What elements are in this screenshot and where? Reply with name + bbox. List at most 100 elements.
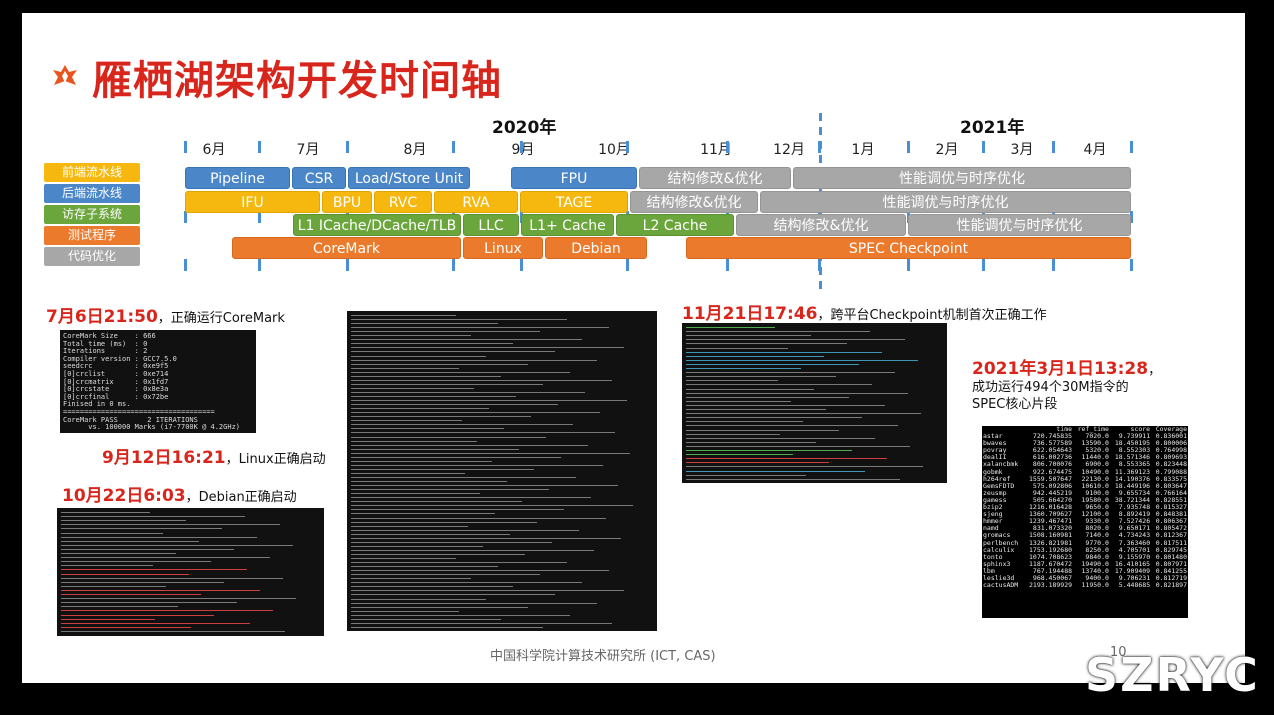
terminal-line	[351, 379, 612, 381]
gantt-bar-l1plus-cache: L1+ Cache	[521, 214, 614, 236]
terminal-line	[351, 391, 585, 393]
terminal-line	[351, 533, 510, 535]
terminal-line	[61, 557, 271, 559]
table-cell: leslie3d	[983, 573, 1015, 582]
year-label-2021: 2021年	[960, 118, 1025, 138]
annotation-text: SPEC核心片段	[972, 397, 1058, 412]
table-cell: 10610.0	[1081, 481, 1109, 490]
gantt-bar-l1-cache-tlb: L1 ICache/DCache/TLB	[293, 214, 461, 236]
timeline-tick	[982, 259, 985, 271]
table-cell: 19490.0	[1081, 559, 1109, 568]
timeline-tick	[184, 211, 187, 223]
terminal-line	[351, 574, 540, 576]
terminal-line	[351, 351, 555, 353]
year-divider	[819, 281, 822, 289]
terminal-line	[686, 474, 806, 476]
month-label: 6月	[202, 142, 226, 158]
timeline-tick	[520, 141, 523, 153]
gantt-bar-spec-checkpoint: SPEC Checkpoint	[686, 237, 1131, 259]
gantt-bar-load-store-unit: Load/Store Unit	[348, 167, 470, 189]
terminal-line	[686, 335, 811, 337]
table-cell: tonto	[983, 552, 1003, 561]
table-cell: astar	[983, 432, 1003, 441]
terminal-line	[351, 343, 513, 345]
table-header: Coverage	[1155, 425, 1187, 433]
terminal-line	[686, 355, 824, 357]
annotation-text: ，Debian正确启动	[185, 490, 297, 505]
timeline-tick	[258, 141, 261, 153]
table-cell: 17.909409	[1114, 566, 1151, 575]
terminal-line	[686, 404, 885, 406]
table-cell: hmmer	[983, 517, 1003, 526]
gantt-bar-csr: CSR	[292, 167, 346, 189]
terminal-line	[351, 315, 456, 316]
terminal-line	[351, 582, 582, 584]
terminal-line	[61, 536, 258, 538]
table-cell: 736.577589	[1032, 439, 1073, 448]
terminal-line	[351, 549, 594, 551]
terminal-line	[61, 577, 283, 579]
gantt-bar-structure-opt: 结构修改&优化	[639, 167, 791, 189]
table-cell: 9400.0	[1085, 573, 1109, 582]
timeline-tick	[1130, 141, 1133, 153]
terminal-line	[351, 537, 621, 539]
terminal-line	[351, 420, 462, 422]
table-cell: 0.812719	[1155, 573, 1187, 582]
terminal-line	[61, 524, 281, 526]
table-cell: 11.369123	[1114, 467, 1151, 476]
table-cell: 0.812367	[1155, 531, 1187, 540]
terminal-line	[351, 367, 459, 369]
terminal-line	[351, 517, 606, 519]
terminal-line	[686, 478, 901, 480]
year-divider	[819, 141, 822, 149]
terminal-line	[61, 610, 273, 612]
terminal-line	[61, 532, 163, 534]
annotation-checkpoint: 11月21日17:46，跨平台Checkpoint机制首次正确工作	[682, 299, 1047, 324]
table-cell: 0.803647	[1155, 481, 1187, 490]
table-cell: 0.828551	[1155, 495, 1187, 504]
gantt-bar-pipeline: Pipeline	[185, 167, 290, 189]
terminal-line	[351, 626, 543, 628]
timeline-tick	[1130, 211, 1133, 223]
table-cell: perlbench	[983, 538, 1019, 547]
annotation-time: 10月22日6:03	[62, 486, 186, 506]
terminal-line	[351, 594, 555, 596]
terminal-line	[351, 339, 582, 341]
terminal-line	[351, 464, 603, 466]
terminal-line	[351, 404, 558, 406]
terminal-line	[351, 424, 573, 426]
table-cell: zeusmp	[983, 488, 1007, 497]
table-cell: gobmk	[983, 467, 1003, 476]
legend-optimization: 代码优化	[44, 247, 140, 266]
table-cell: 11440.0	[1081, 453, 1109, 462]
terminal-line	[686, 470, 865, 472]
annotation-time: 9月12日16:21	[102, 448, 226, 468]
table-cell: 0.766164	[1155, 488, 1187, 497]
table-cell: 8.553365	[1118, 460, 1151, 469]
timeline-tick	[1052, 259, 1055, 271]
terminal-line	[61, 626, 192, 628]
terminal-line	[686, 409, 827, 410]
timeline-tick	[626, 141, 629, 153]
terminal-line	[686, 351, 883, 353]
table-cell: 9.155970	[1118, 552, 1151, 561]
checkpoint-terminal	[682, 323, 947, 483]
table-header: score	[1130, 425, 1151, 433]
terminal-line	[686, 417, 862, 419]
terminal-line	[61, 585, 166, 587]
month-label: 12月	[773, 142, 805, 158]
timeline-tick	[258, 259, 261, 271]
terminal-line	[686, 384, 873, 386]
timeline-tick	[346, 141, 349, 153]
table-cell: 14.190376	[1114, 474, 1151, 483]
table-cell: 806.700076	[1032, 460, 1073, 469]
table-cell: gromacs	[983, 531, 1011, 540]
gantt-bar-ifu: IFU	[185, 191, 320, 213]
table-cell: 0.806367	[1155, 517, 1187, 526]
